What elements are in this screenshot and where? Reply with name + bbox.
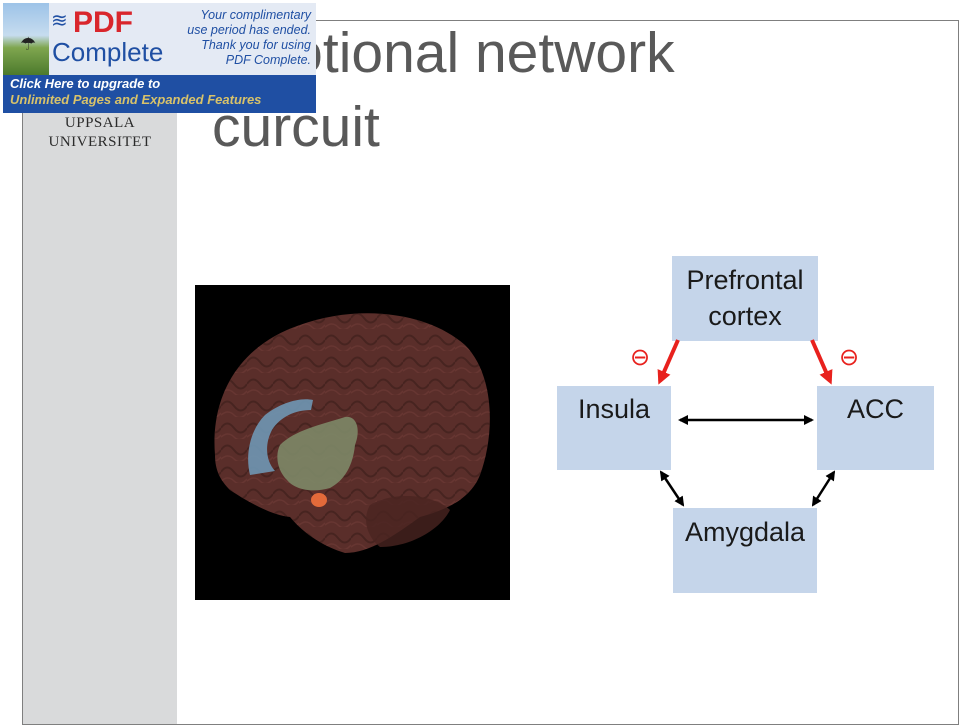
node-amygdala-label: Amygdala (684, 517, 806, 547)
brain-lateral-view-icon (214, 313, 490, 553)
slide-left-sidebar (23, 21, 177, 724)
node-prefrontal-label-line2: cortex (708, 301, 782, 331)
upgrade-link[interactable]: Click Here to upgrade to Unlimited Pages… (10, 76, 261, 108)
pdf-message-line: Thank you for using (201, 38, 311, 52)
acc-region-shape (248, 399, 313, 475)
acc-amygdala-bidirectional-arrow (811, 470, 836, 507)
amygdala-region-shape (311, 493, 327, 507)
inhibition-minus-icon-right: ⊖ (839, 343, 859, 371)
node-prefrontal-label-line1: Prefrontal (686, 265, 804, 295)
pdf-message-line: Your complimentary (200, 8, 311, 22)
prefrontal-insula-inhibit-arrow (657, 339, 680, 385)
pdf-logo-image: ☂ (3, 3, 49, 75)
node-insula-label: Insula (577, 394, 651, 424)
pdf-message-line: use period has ended. (187, 23, 311, 37)
university-name-line1: UPPSALA (64, 115, 136, 131)
pdf-brand-bottom: Complete (52, 37, 164, 67)
university-name-line2: UNIVERSITET (48, 134, 152, 150)
pdf-banner-top (3, 3, 316, 75)
insula-amygdala-bidirectional-arrow (659, 470, 685, 507)
node-insula: Insula (557, 386, 671, 470)
stack-icon: ≋ (51, 10, 68, 32)
person-umbrella-icon: ☂ (20, 34, 37, 54)
upgrade-link-line1[interactable]: Click Here to upgrade to (10, 76, 161, 91)
upgrade-link-line2[interactable]: Unlimited Pages and Expanded Features (10, 92, 262, 107)
insula-region-shape (277, 416, 358, 491)
node-prefrontal-cortex: Prefrontal cortex (672, 256, 818, 341)
node-acc: ACC (817, 386, 934, 470)
pdf-expired-message: Your complimentary use period has ended.… (171, 8, 311, 68)
node-amygdala: Amygdala (673, 508, 817, 593)
university-logo-text: UPPSALA UNIVERSITET (23, 114, 177, 152)
node-acc-label: ACC (846, 394, 904, 424)
prefrontal-acc-inhibit-arrow (810, 339, 833, 385)
brain-image (195, 285, 510, 600)
pdf-upgrade-banner[interactable]: ☂ ≋ PDF Complete Your complimentary use … (3, 3, 316, 113)
inhibition-minus-icon-left: ⊖ (630, 343, 650, 371)
pdf-brand-top: PDF (73, 6, 133, 39)
pdf-message-line: PDF Complete. (225, 53, 311, 67)
